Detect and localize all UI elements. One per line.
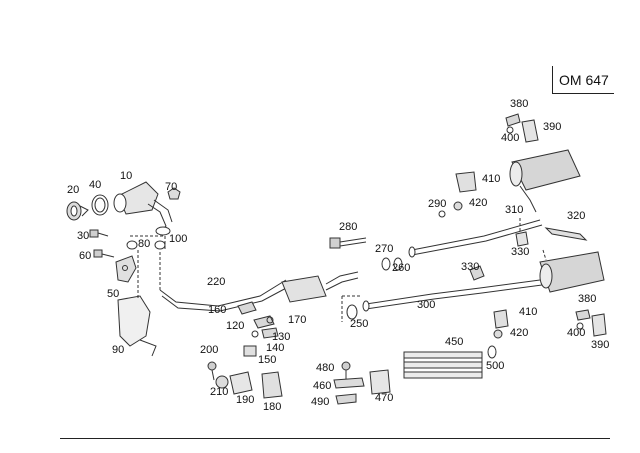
callout-390-lower: 390 [591, 339, 610, 351]
bolt-part [330, 238, 366, 248]
model-designation-box: OM 647 [552, 66, 614, 94]
callout-380-upper: 380 [510, 98, 529, 110]
leader-lines [130, 218, 546, 322]
bolt-part [90, 230, 108, 237]
callout-10: 10 [120, 170, 133, 182]
callout-390-upper: 390 [543, 121, 562, 133]
callout-500: 500 [486, 360, 505, 372]
callout-50: 50 [107, 288, 120, 300]
mounting-bracket-part [546, 228, 586, 240]
callout-450: 450 [445, 336, 464, 348]
callout-100: 100 [169, 233, 188, 245]
rear-pipe-part [363, 280, 542, 311]
callout-90: 90 [112, 344, 125, 356]
lower-muffler-part [540, 252, 604, 292]
callout-380-lower: 380 [578, 293, 597, 305]
callout-180: 180 [263, 401, 282, 413]
callout-150: 150 [258, 354, 277, 366]
callout-250: 250 [350, 318, 369, 330]
callout-270: 270 [375, 243, 394, 255]
callout-410-lower: 410 [519, 306, 538, 318]
seal-ring-part [347, 305, 357, 319]
front-pipe-part [160, 272, 358, 311]
seal-ring-part [394, 258, 402, 270]
callout-30: 30 [77, 230, 90, 242]
callout-400-upper: 400 [501, 132, 520, 144]
callout-40: 40 [89, 179, 102, 191]
hanger-set-part [334, 362, 390, 404]
callout-320: 320 [567, 210, 586, 222]
bracket-part [116, 256, 136, 282]
callout-330-upper: 330 [511, 246, 530, 258]
callout-280: 280 [339, 221, 358, 233]
callout-200: 200 [200, 344, 219, 356]
support-bracket-part [118, 296, 156, 356]
callout-220: 220 [207, 276, 226, 288]
callout-310: 310 [505, 204, 524, 216]
callout-170: 170 [288, 314, 307, 326]
callout-300: 300 [417, 299, 436, 311]
seal-ring-part [382, 258, 390, 270]
gasket-part [92, 195, 108, 215]
callout-120: 120 [226, 320, 245, 332]
callout-140: 140 [266, 342, 285, 354]
callout-490: 490 [311, 396, 330, 408]
callout-70: 70 [165, 181, 178, 193]
clamp-part [67, 202, 88, 220]
callout-470: 470 [375, 392, 394, 404]
callout-460: 460 [313, 380, 332, 392]
callout-210: 210 [210, 386, 229, 398]
callout-160: 160 [208, 304, 227, 316]
callout-260: 260 [392, 262, 411, 274]
upper-muffler-part [510, 150, 580, 212]
callout-400-lower: 400 [567, 327, 586, 339]
rubber-hanger-part [439, 114, 606, 338]
callout-410-upper: 410 [482, 173, 501, 185]
callout-480: 480 [316, 362, 335, 374]
clamp-assembly-part [208, 362, 282, 398]
washer-part [155, 241, 165, 249]
callout-190: 190 [236, 394, 255, 406]
callout-420-lower: 420 [510, 327, 529, 339]
callout-80: 80 [138, 238, 151, 250]
bolt-part [94, 250, 114, 257]
nut-part [168, 188, 180, 199]
callout-290: 290 [428, 198, 447, 210]
callout-420-upper: 420 [469, 197, 488, 209]
intermediate-pipe-part [409, 220, 542, 257]
callout-60: 60 [79, 250, 92, 262]
model-designation: OM 647 [559, 72, 609, 88]
footer-divider [60, 438, 610, 439]
catalytic-converter-part [114, 182, 172, 235]
washer-part [127, 241, 137, 249]
callout-330-lower: 330 [461, 261, 480, 273]
pipe-set-part [404, 346, 496, 378]
callout-130: 130 [272, 331, 291, 343]
callout-20: 20 [67, 184, 80, 196]
hanger-bracket-part [238, 302, 278, 356]
